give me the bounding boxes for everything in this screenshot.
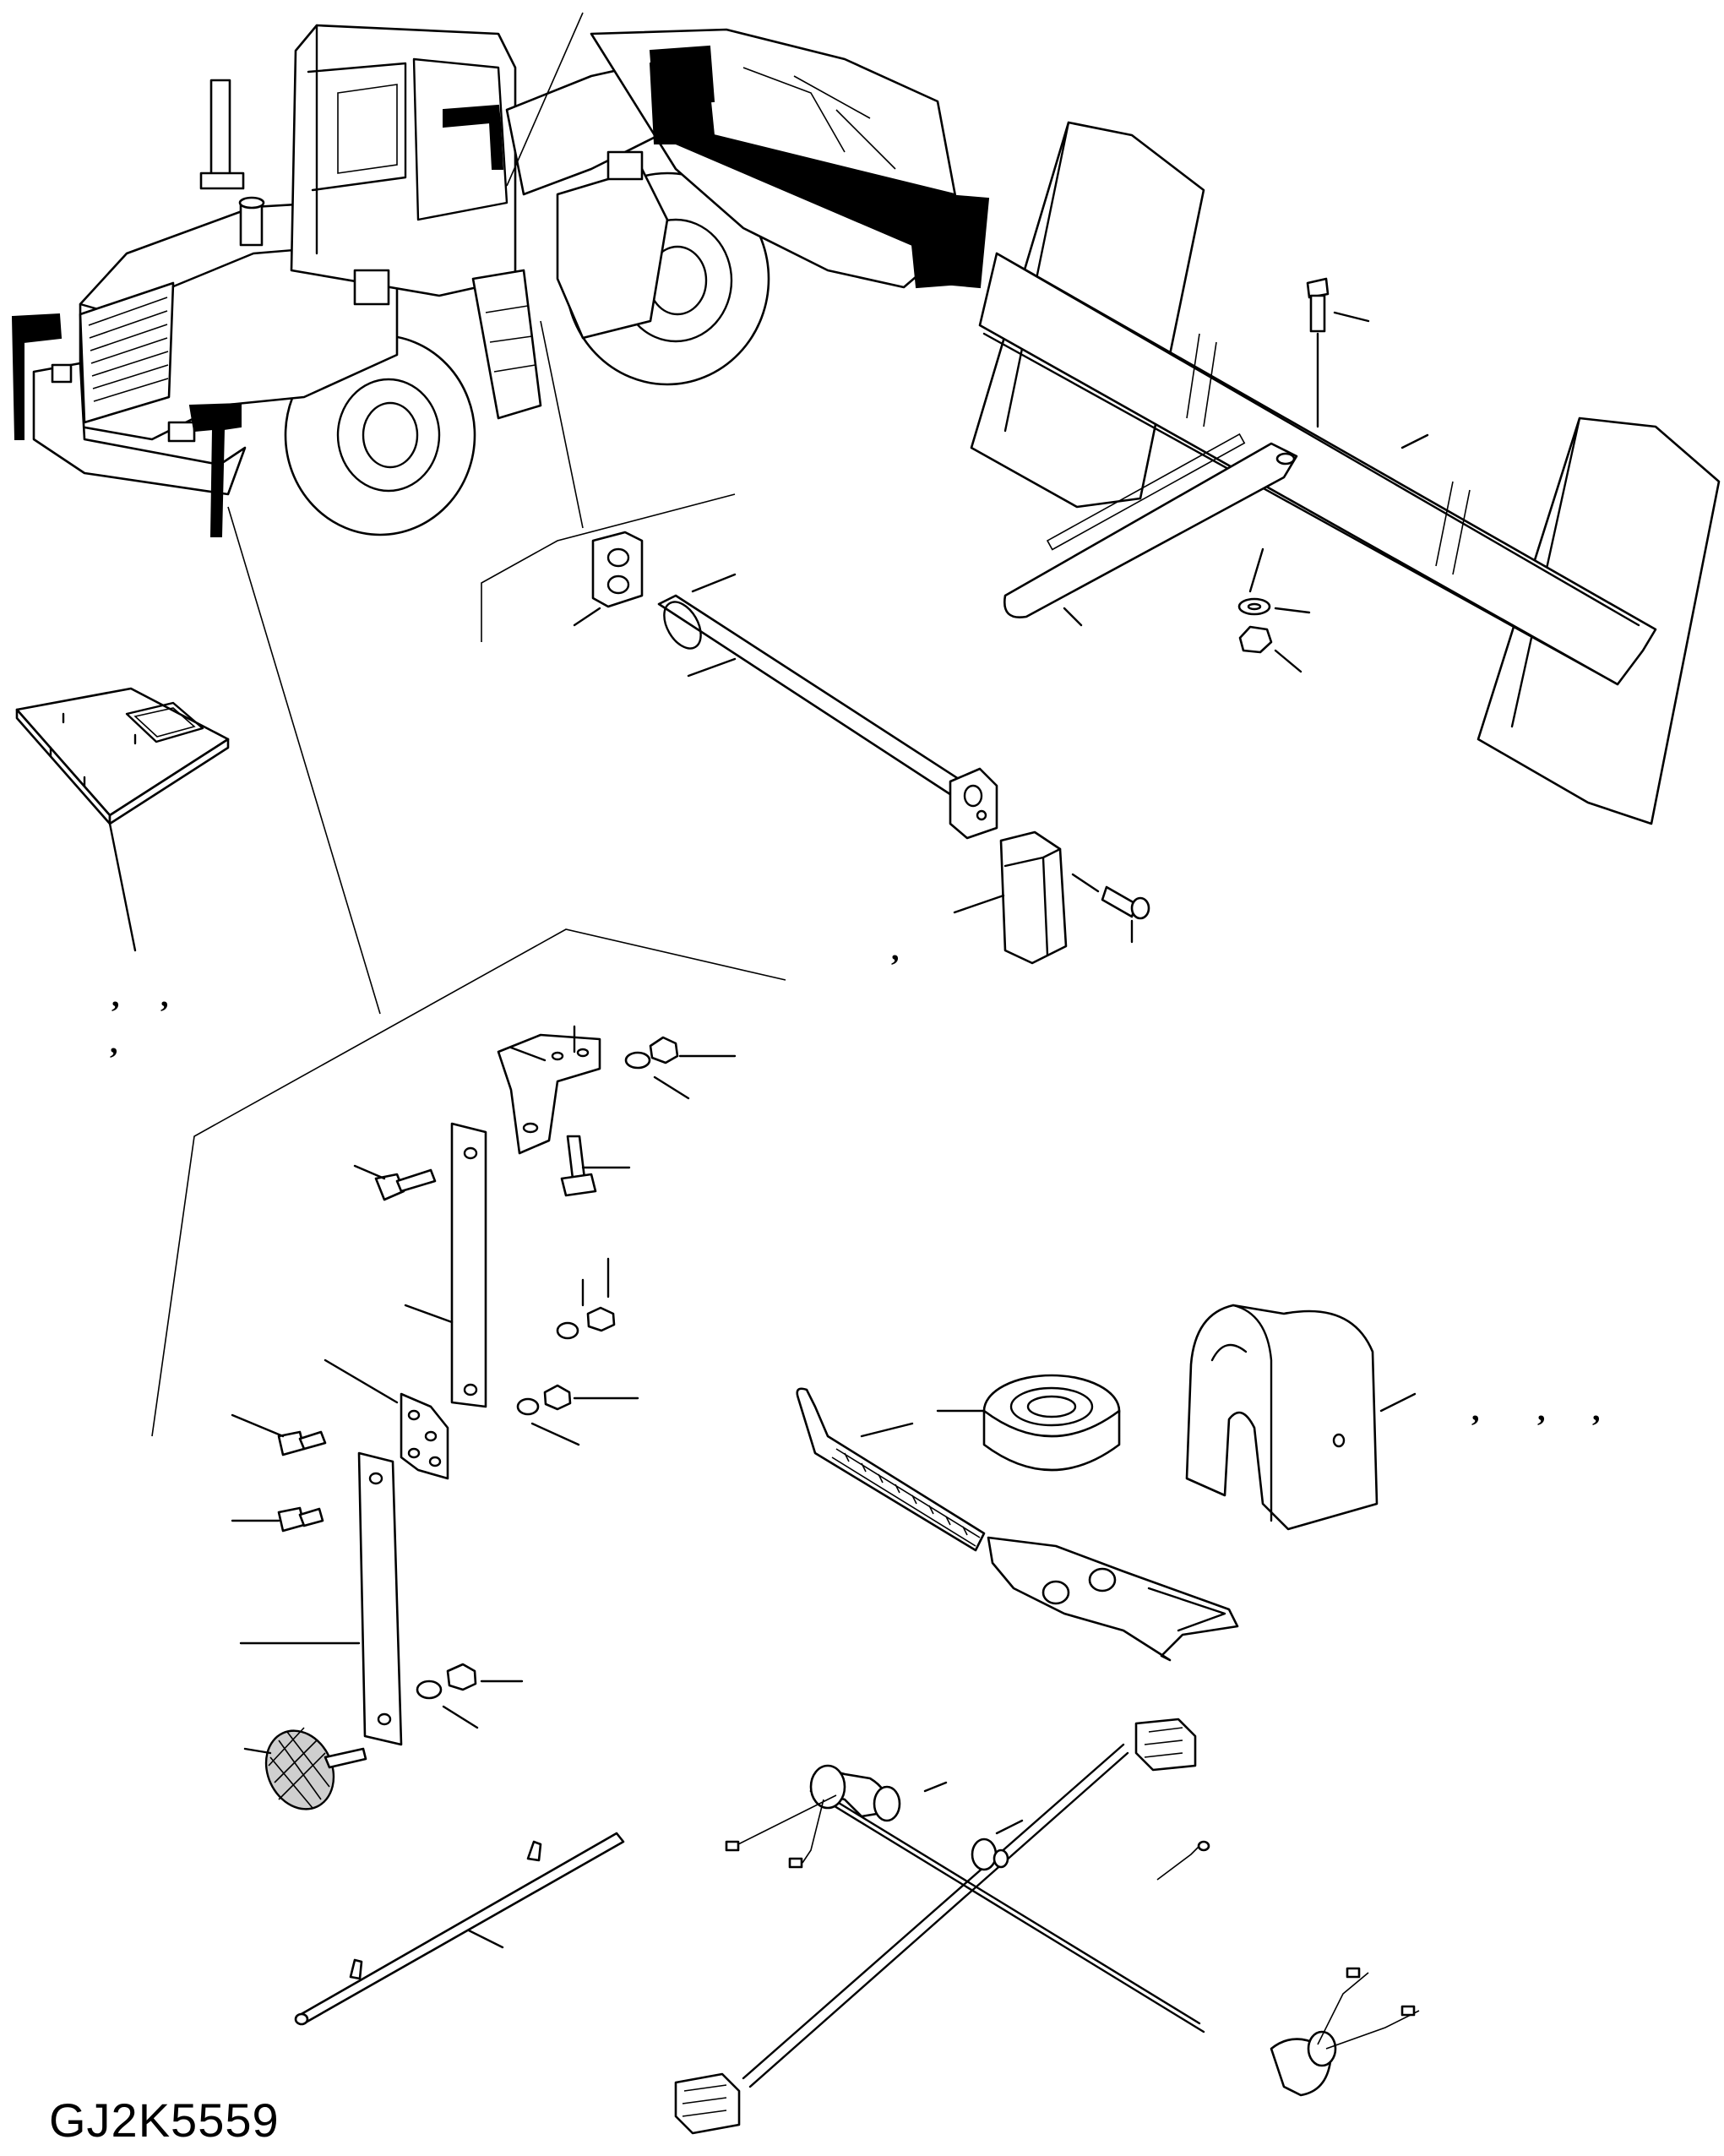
slide-rail-assembly [970,121,1721,825]
separator-comma: , [891,932,900,967]
figure-code: GJ2K5559 [49,2093,280,2147]
ratchet-strap [796,1374,1239,1662]
separator-comma: , [111,978,120,1014]
separator-comma: , [1471,1392,1480,1428]
tie-rod-assembly [481,493,1150,965]
wiring-harness [674,1718,1420,2135]
separator-comma: , [1537,1392,1546,1428]
bracket-assembly [151,928,786,1810]
mounting-plate [15,506,381,1015]
separator-comma: , [110,1025,118,1060]
separator-comma: , [1592,1392,1601,1428]
leader-lines [506,12,584,529]
separator-comma: , [160,978,169,1014]
support-rod [294,1832,625,2026]
u-shaped-cover [1185,1304,1417,1531]
wheel-loader-illustration [11,24,990,537]
